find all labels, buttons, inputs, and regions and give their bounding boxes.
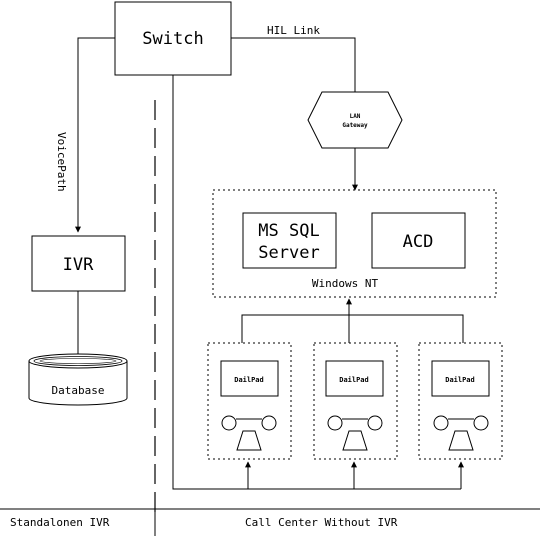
footer-left-caption: Standalonen IVR: [10, 516, 110, 529]
dailpad-label-1: DailPad: [234, 376, 264, 384]
lan-gateway-line1: LAN: [350, 113, 361, 120]
switch-node: Switch: [114, 1, 232, 76]
agent-station-1: DailPad: [207, 342, 292, 460]
hil-link-connector: HIL Link: [231, 24, 356, 92]
dailpad-label-3: DailPad: [445, 376, 475, 384]
agents-bus-line: [241, 314, 464, 343]
agent-station-3: DailPad: [418, 342, 503, 460]
ms-sql-line2: Server: [258, 243, 319, 263]
lan-gateway-node: LAN Gateway: [307, 91, 403, 149]
lan-gateway-line2: Gateway: [342, 122, 368, 129]
voice-path-label: VoicePath: [55, 132, 68, 192]
voice-path-connector: VoicePath: [55, 37, 115, 233]
database-label: Database: [52, 384, 105, 397]
switch-label: Switch: [142, 29, 203, 49]
ivr-label: IVR: [63, 255, 94, 275]
dailpad-label-2: DailPad: [339, 376, 369, 384]
phone-icon: [221, 415, 277, 451]
windows-nt-label: Windows NT: [312, 277, 379, 290]
footer-right-caption: Call Center Without IVR: [245, 516, 398, 529]
windows-nt-server: MS SQL Server ACD Windows NT: [212, 189, 497, 298]
ivr-node: IVR: [31, 235, 126, 292]
switch-to-agents-line: [172, 75, 461, 490]
ms-sql-line1: MS SQL: [258, 221, 319, 241]
acd-label: ACD: [403, 232, 434, 252]
phone-icon: [327, 415, 383, 451]
agent-station-2: DailPad: [313, 342, 398, 460]
phone-icon: [433, 415, 489, 451]
hil-link-label: HIL Link: [267, 24, 320, 37]
database-node: Database: [28, 353, 128, 406]
